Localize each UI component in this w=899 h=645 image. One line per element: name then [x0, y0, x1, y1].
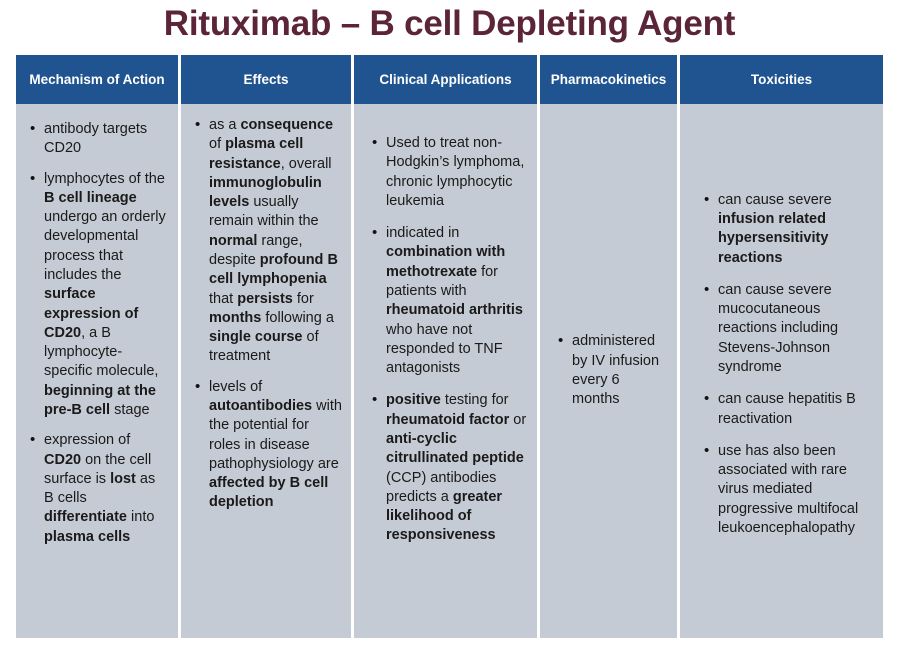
- list-item: Used to treat non-Hodgkin’s lymphoma, ch…: [366, 133, 527, 211]
- list-item: lymphocytes of the B cell lineage underg…: [24, 169, 168, 421]
- comparison-table: Mechanism of Action Effects Clinical App…: [16, 55, 883, 638]
- table-cell-toxicities: can cause severe infusion related hypers…: [680, 104, 883, 638]
- column-header-mechanism-of-action: Mechanism of Action: [16, 55, 181, 104]
- column-header-effects: Effects: [181, 55, 354, 104]
- list-item: can cause severe mucocutaneous reactions…: [698, 280, 869, 377]
- column-header-toxicities: Toxicities: [680, 55, 883, 104]
- page-title: Rituximab – B cell Depleting Agent: [163, 4, 736, 43]
- list-item: use has also been associated with rare v…: [698, 441, 869, 538]
- table-cell-pharmacokinetics: administered by IV infusion every 6 mont…: [540, 104, 680, 638]
- column-header-clinical-applications: Clinical Applications: [354, 55, 540, 104]
- list-item: indicated in combination with methotrexa…: [366, 223, 527, 378]
- column-header-pharmacokinetics: Pharmacokinetics: [540, 55, 680, 104]
- table-header-row: Mechanism of Action Effects Clinical App…: [16, 55, 883, 104]
- bullet-list-mechanism-of-action: antibody targets CD20 lymphocytes of the …: [24, 119, 168, 547]
- bullet-list-pharmacokinetics: administered by IV infusion every 6 mont…: [552, 331, 667, 409]
- bullet-list-toxicities: can cause severe infusion related hypers…: [698, 190, 869, 539]
- list-item: expression of CD20 on the cell surface i…: [24, 430, 168, 547]
- table-cell-mechanism-of-action: antibody targets CD20 lymphocytes of the …: [16, 104, 181, 638]
- list-item: can cause hepatitis B reactivation: [698, 389, 869, 429]
- table-cell-clinical-applications: Used to treat non-Hodgkin’s lymphoma, ch…: [354, 104, 540, 638]
- list-item: antibody targets CD20: [24, 119, 168, 159]
- list-item: as a consequence of plasma cell resistan…: [189, 115, 343, 367]
- bullet-list-effects: as a consequence of plasma cell resistan…: [189, 115, 343, 513]
- list-item: can cause severe infusion related hypers…: [698, 190, 869, 268]
- list-item: administered by IV infusion every 6 mont…: [552, 331, 667, 409]
- table-cell-effects: as a consequence of plasma cell resistan…: [181, 104, 354, 638]
- list-item: levels of autoantibodies with the potent…: [189, 377, 343, 513]
- bullet-list-clinical-applications: Used to treat non-Hodgkin’s lymphoma, ch…: [366, 133, 527, 546]
- table-body-row: antibody targets CD20 lymphocytes of the …: [16, 104, 883, 638]
- list-item: positive testing for rheumatoid factor o…: [366, 390, 527, 545]
